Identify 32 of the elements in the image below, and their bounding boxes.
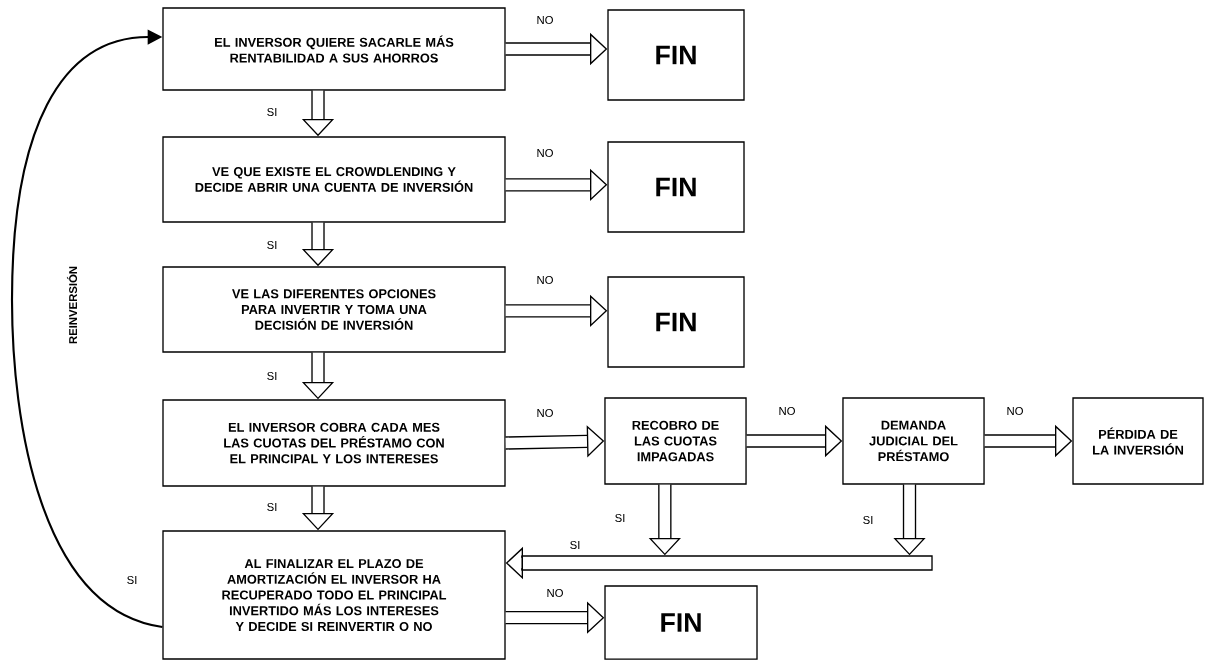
process-box: EL INVERSOR COBRA CADA MES LAS CUOTAS DEL PRÉSTAMO CON EL PRINCIPAL Y LOS INTERESES [162, 399, 506, 487]
vertical-label: REINVERSIÓN [66, 266, 78, 344]
edge-label: SI [613, 512, 627, 524]
process-box: AL FINALIZAR EL PLAZO DE AMORTIZACIÓN EL INVERSOR HA RECUPERADO TODO EL PRINCIPAL INVERTIDO MÁS LOS INTERESES Y DECIDE SI REINVERTIR O NO [162, 530, 506, 660]
edge-label: NO [777, 405, 797, 417]
curved-arrow [10, 29, 163, 629]
end-box: FIN [607, 9, 745, 101]
end-box: FIN [607, 141, 745, 233]
edge-label: SI [265, 370, 279, 382]
edge-label: SI [125, 574, 139, 586]
edge-label: SI [265, 501, 279, 513]
edge-label: SI [568, 539, 582, 551]
edge-label: NO [535, 147, 555, 159]
process-box: EL INVERSOR QUIERE SACARLE MÁS RENTABILIDAD A SUS AHORROS [162, 7, 506, 91]
process-box: VE QUE EXISTE EL CROWDLENDING Y DECIDE ABRIR UNA CUENTA DE INVERSIÓN [162, 136, 506, 223]
merge-bar [521, 555, 933, 571]
process-box: VE LAS DIFERENTES OPCIONES PARA INVERTIR Y TOMA UNA DECISIÓN DE INVERSIÓN [162, 266, 506, 353]
end-box: FIN [604, 585, 758, 660]
process-box: PÉRDIDA DE LA INVERSIÓN [1072, 397, 1204, 485]
block-arrow [505, 294, 608, 327]
edge-label: SI [265, 106, 279, 118]
block-arrow [505, 168, 608, 201]
edge-label: NO [545, 587, 565, 599]
edge-label: SI [861, 514, 875, 526]
edge-label: NO [1005, 405, 1025, 417]
edge-label: SI [265, 239, 279, 251]
process-box: DEMANDA JUDICIAL DEL PRÉSTAMO [842, 397, 985, 485]
edge-label: NO [535, 407, 555, 419]
process-box: RECOBRO DE LAS CUOTAS IMPAGADAS [604, 397, 747, 485]
edge-label: NO [535, 274, 555, 286]
end-box: FIN [607, 276, 745, 368]
edge-label: NO [535, 14, 555, 26]
